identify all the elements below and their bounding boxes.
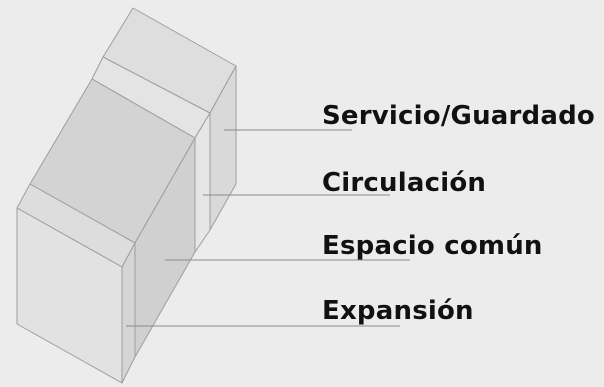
circulacion-strip-side	[194, 112, 211, 253]
espacio-comun-label: Espacio común	[322, 231, 543, 261]
servicio-guardado-label: Servicio/Guardado	[322, 101, 595, 131]
expansion-block-side	[121, 242, 136, 384]
circulacion-label: Circulación	[322, 168, 487, 198]
expansion-label: Expansión	[322, 296, 474, 326]
